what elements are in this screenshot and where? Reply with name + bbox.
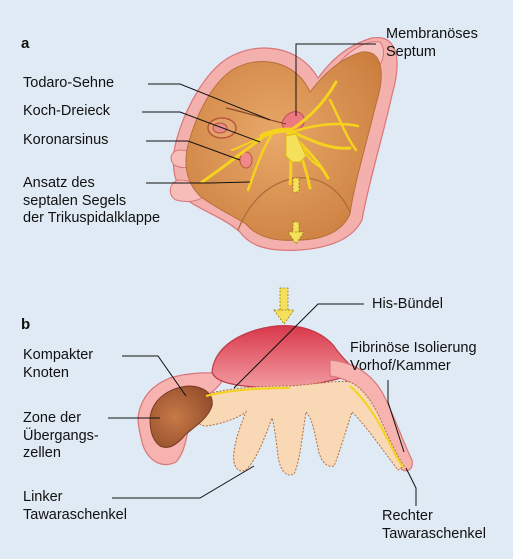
panel-letter-a: a xyxy=(21,35,29,52)
label-linker-tawaraschenkel: Linker Tawaraschenkel xyxy=(23,489,127,524)
label-fibrinoese-isolierung: Fibrinöse Isolierung Vorhof/Kammer xyxy=(350,340,477,375)
label-koronarsinus: Koronarsinus xyxy=(23,132,108,150)
label-ansatz: Ansatz des septalen Segels der Trikuspid… xyxy=(23,175,160,228)
label-his-buendel: His-Bündel xyxy=(372,296,443,314)
leader-linker xyxy=(112,466,254,498)
panel-letter-b: b xyxy=(21,316,30,333)
label-zone-der-uebergangszellen: Zone der Übergangs- zellen xyxy=(23,410,99,463)
leader-rechter xyxy=(406,468,416,506)
his-bundle xyxy=(212,326,358,388)
label-rechter-tawaraschenkel: Rechter Tawaraschenkel xyxy=(382,508,486,543)
label-koch-dreieck: Koch-Dreieck xyxy=(23,103,110,121)
dashed-arrow-between xyxy=(274,288,294,324)
heart-section-a xyxy=(170,38,397,251)
label-todaro-sehne: Todaro-Sehne xyxy=(23,75,114,93)
label-membranoeses-septum: Membranöses Septum xyxy=(386,26,478,61)
label-kompakter-knoten: Kompakter Knoten xyxy=(23,347,93,382)
